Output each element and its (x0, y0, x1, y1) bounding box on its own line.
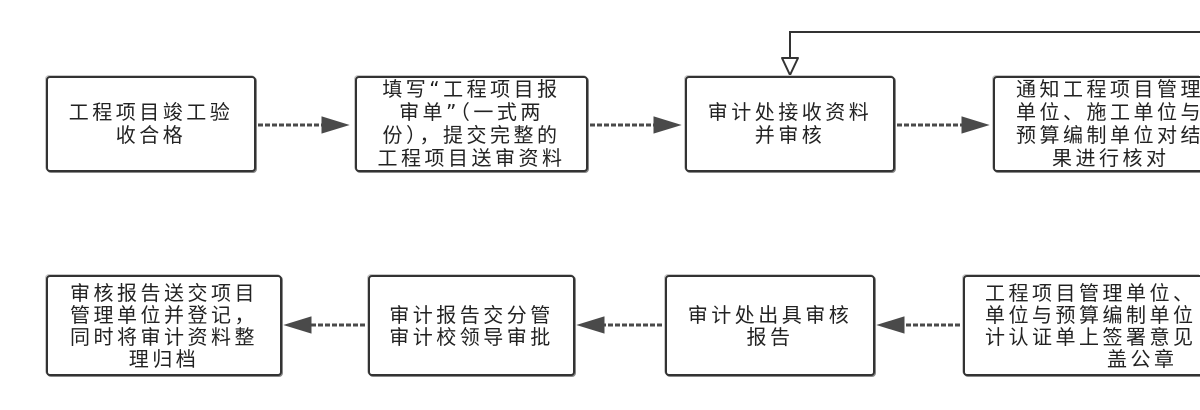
step-text-line: 通知工程项目管理 (1016, 78, 1200, 101)
arrow-step5-to-step6-head (876, 316, 905, 334)
step-text-line: 审核报告送交项目 (70, 281, 258, 304)
step-text-line: 并审核 (754, 124, 826, 147)
step-text-line: 报告 (746, 325, 794, 348)
step-text-line: 盖公章 (1107, 347, 1178, 370)
step-text-line: 审计处接收资料 (707, 101, 873, 124)
feedback-loop-line (789, 31, 1200, 58)
feedback-loop-arrowhead (781, 57, 799, 76)
step-text-line: 审计处出具审核 (687, 303, 853, 326)
flow-step-sign-and-seal: 工程项目管理单位、 单位与预算编制单位 计认证单上签署意见 盖公章 (963, 275, 1200, 376)
step-text-line: 审计校领导审批 (389, 325, 554, 348)
step-text-line: 审计报告交分管 (389, 303, 554, 326)
step-text-line: 同时将审计资料整 (70, 325, 258, 348)
arrow-step3-to-step4-head (961, 116, 990, 134)
flow-step-audit-office-review: 审计处接收资料 并审核 (685, 76, 895, 172)
step-text-line: 份），提交完整的 (382, 124, 561, 147)
step-text-line: 计认证单上签署意见 (985, 325, 1197, 348)
arrow-step6-to-step7-head (576, 316, 605, 334)
step-text-line: 填写“工程项目报 (382, 78, 561, 101)
step-text-line: 审单”（一式两 (399, 101, 544, 124)
arrow-step1-to-step2-head (321, 116, 350, 134)
flow-step-project-completion: 工程项目竣工验 收合格 (46, 76, 256, 172)
step-text-line: 工程项目送审资料 (377, 147, 566, 170)
arrow-step2-to-step3-head (653, 116, 682, 134)
flow-step-notify-units-verify: 通知工程项目管理 单位、施工单位与 预算编制单位对结 果进行核对 (993, 76, 1200, 172)
arrow-step7-to-step8-head (283, 316, 312, 334)
step-text-line: 管理单位并登记， (70, 303, 258, 326)
flow-step-issue-audit-report: 审计处出具审核 报告 (665, 275, 875, 376)
step-text-line: 工程项目竣工验 (68, 101, 234, 124)
step-text-line: 工程项目管理单位、 (985, 281, 1197, 304)
flow-step-leader-approval: 审计报告交分管 审计校领导审批 (368, 275, 575, 376)
step-text-line: 收合格 (115, 124, 187, 147)
step-text-line: 果进行核对 (1052, 147, 1170, 170)
step-text-line: 预算编制单位对结 (1016, 124, 1200, 147)
flow-step-submit-audit-form: 填写“工程项目报 审单”（一式两 份），提交完整的 工程项目送审资料 (355, 76, 588, 172)
step-text-line: 单位与预算编制单位 (985, 303, 1197, 326)
step-text-line: 理归档 (128, 347, 200, 370)
flow-step-deliver-report-archive: 审核报告送交项目 管理单位并登记， 同时将审计资料整 理归档 (46, 275, 282, 376)
step-text-line: 单位、施工单位与 (1016, 101, 1200, 124)
